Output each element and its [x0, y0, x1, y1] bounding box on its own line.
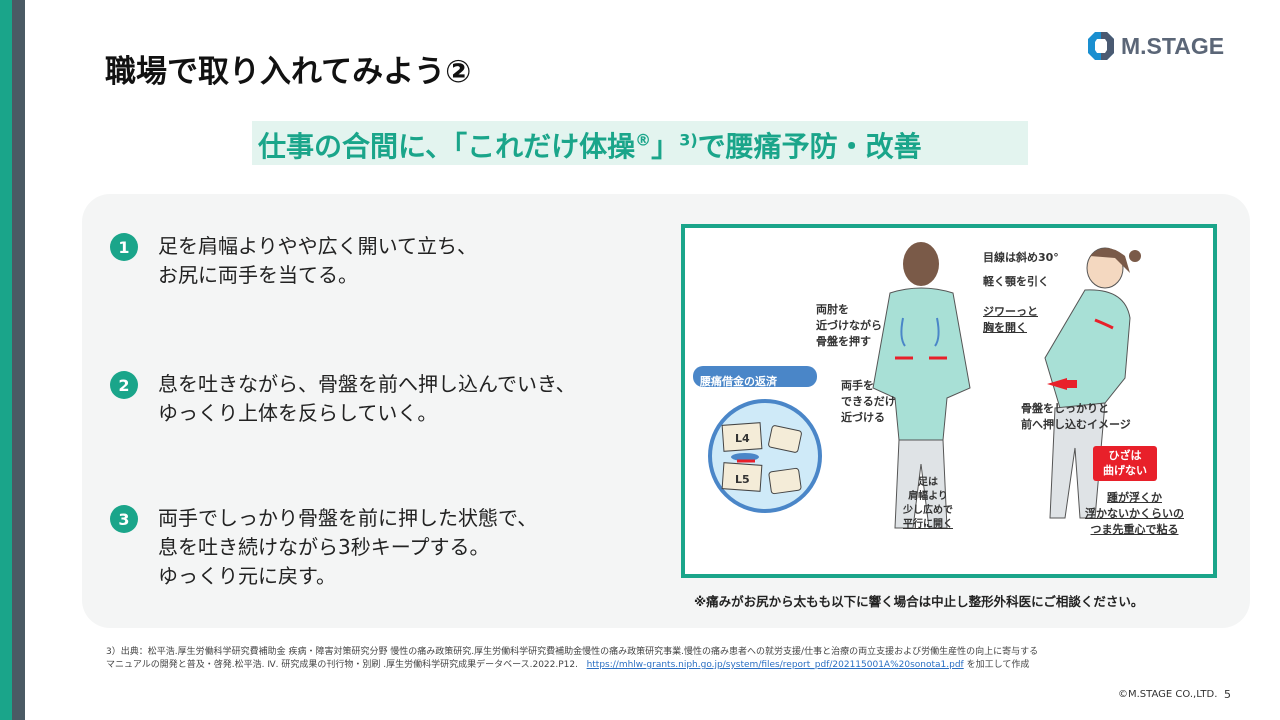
footnote-suffix: を加工して作成 [966, 660, 1030, 670]
step-number: 2 [110, 371, 138, 399]
step-text: お尻に両手を当てる。 [158, 263, 358, 287]
footnote: 3）出典：松平浩.厚生労働科学研究費補助金 疾病・障害対策研究分野 慢性の痛み政… [106, 646, 1038, 672]
spine-diagram [708, 399, 822, 513]
step-number: 3 [110, 505, 138, 533]
label-feet: 足は肩幅より少し広めで平行に開く [903, 477, 953, 530]
label-chin: 軽く顎を引く [983, 275, 1049, 288]
label-hands: 両手をできるだけ近づける [841, 379, 896, 424]
page-number: 5 [1224, 688, 1231, 701]
step-3: 3 両手でしっかり骨盤を前に押した状態で、息を吐き続けながら3秒キープする。ゆっ… [110, 504, 537, 591]
footnote-line: マニュアルの開発と普及・啓発.松平浩. Ⅳ. 研究成果の刊行物・別刷 .厚生労働… [106, 660, 578, 670]
copyright: ©M.STAGE CO.,LTD. [1118, 689, 1218, 700]
badge-label: 腰痛借金の返済 [700, 375, 777, 388]
exercise-figures [693, 242, 1157, 529]
registered-mark: ® [635, 130, 652, 150]
label-pelvis: 骨盤をしっかりと前へ押し込むイメージ [1021, 402, 1131, 431]
source-link[interactable]: https://mhlw-grants.niph.go.jp/system/fi… [586, 660, 964, 670]
step-text: 息を吐きながら、骨盤を前へ押し込んでいき、 [158, 372, 576, 396]
reference-mark: 3) [679, 130, 698, 150]
logo-mark-icon [1088, 32, 1114, 60]
subtitle-text: 仕事の合間に、「これだけ体操 [258, 130, 636, 163]
caution-note: ※痛みがお尻から太もも以下に響く場合は中止し整形外科医にご相談ください。 [694, 594, 1144, 609]
exercise-illustration: 腰痛借金の返済 L4 L5 両肘を近づけながら骨盤を押す 両手をできるだけ近づけ… [681, 224, 1217, 578]
side-bar [12, 0, 25, 720]
subtitle-bracket: 」 [651, 130, 680, 163]
footnote-line: 3）出典：松平浩.厚生労働科学研究費補助金 疾病・障害対策研究分野 慢性の痛み政… [106, 647, 1039, 657]
step-text: 足を肩幅よりやや広く開いて立ち、 [158, 234, 477, 258]
label-chest: ジワーっと胸を開く [983, 305, 1038, 334]
step-text: ゆっくり上体を反らしていく。 [158, 401, 438, 425]
label-elbows: 両肘を近づけながら骨盤を押す [816, 303, 882, 348]
step-text: 両手でしっかり骨盤を前に押した状態で、 [158, 506, 538, 530]
step-text: ゆっくり元に戻す。 [158, 564, 336, 588]
subtitle-text-end: で腰痛予防・改善 [697, 130, 922, 163]
step-number: 1 [110, 233, 138, 261]
logo-text: M.STAGE [1121, 32, 1225, 59]
vertebra-label-l4: L4 [735, 432, 750, 445]
logo: M.STAGE [1087, 31, 1224, 61]
accent-bar [0, 0, 12, 720]
vertebra-label-l5: L5 [735, 473, 750, 486]
page-title: 職場で取り入れてみよう② [105, 54, 472, 90]
label-gaze: 目線は斜め30° [983, 251, 1059, 264]
label-knees: ひざは曲げない [1103, 449, 1147, 477]
step-2: 2 息を吐きながら、骨盤を前へ押し込んでいき、ゆっくり上体を反らしていく。 [110, 370, 576, 428]
subtitle: 仕事の合間に、「これだけ体操®」3)で腰痛予防・改善 [252, 121, 1028, 165]
step-1: 1 足を肩幅よりやや広く開いて立ち、お尻に両手を当てる。 [110, 232, 477, 290]
step-text: 息を吐き続けながら3秒キープする。 [158, 535, 490, 559]
label-heels: 踵が浮くか浮かないかくらいのつま先重心で粘る [1085, 491, 1184, 536]
